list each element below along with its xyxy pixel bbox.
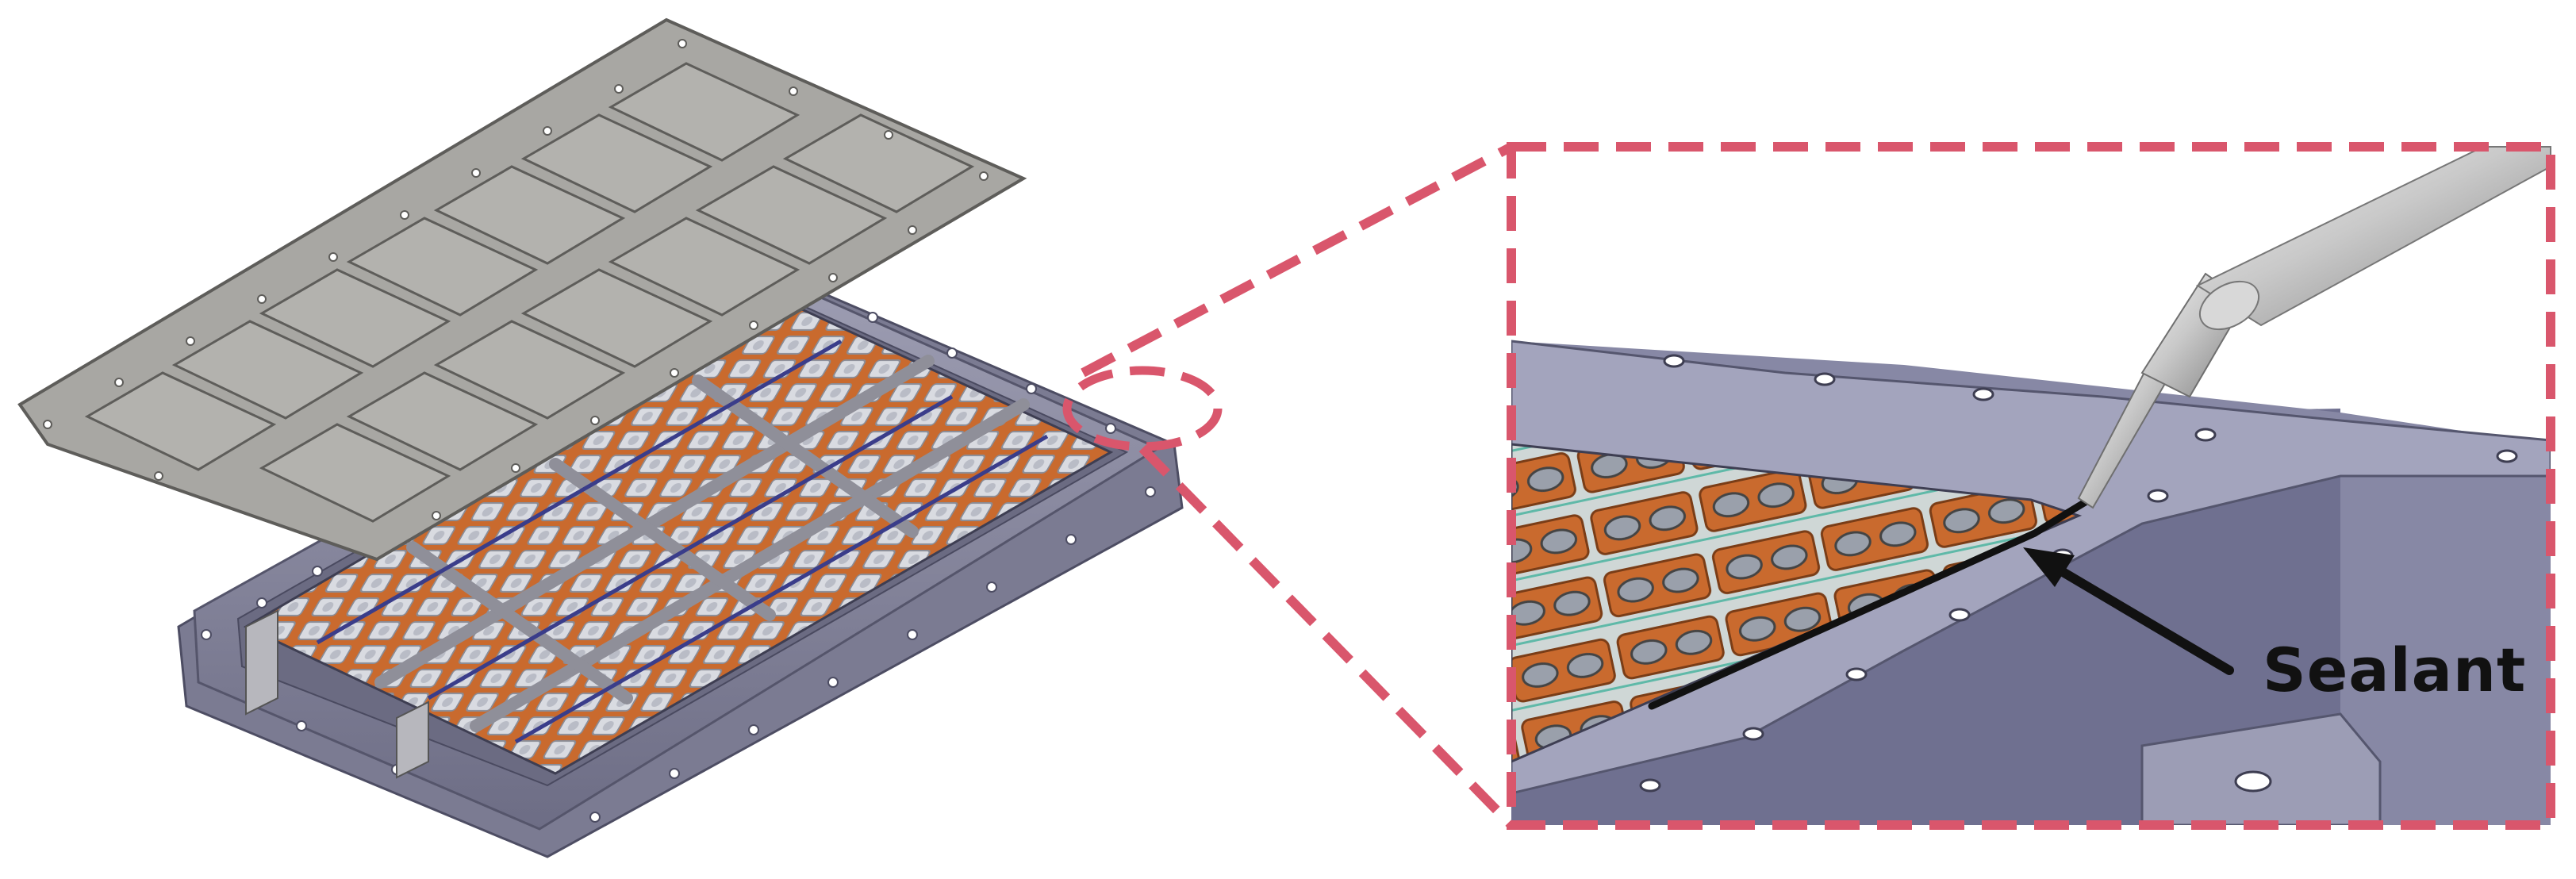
callout-ellipse (1062, 366, 1223, 451)
zoom-detail (1511, 147, 2551, 825)
arrow-icon (2023, 547, 2234, 675)
battery-modules (243, 304, 1114, 779)
sealant-label: Sealant (2263, 635, 2527, 705)
callout-leader-top (1081, 142, 1514, 378)
callout-leader-bottom (1138, 444, 1515, 829)
sealant-gun-icon (2077, 146, 2551, 509)
zoom-frame (1507, 142, 2555, 830)
callout (1062, 142, 1515, 829)
battery-lid (17, 17, 1027, 562)
sealant-bead (1648, 497, 2090, 710)
